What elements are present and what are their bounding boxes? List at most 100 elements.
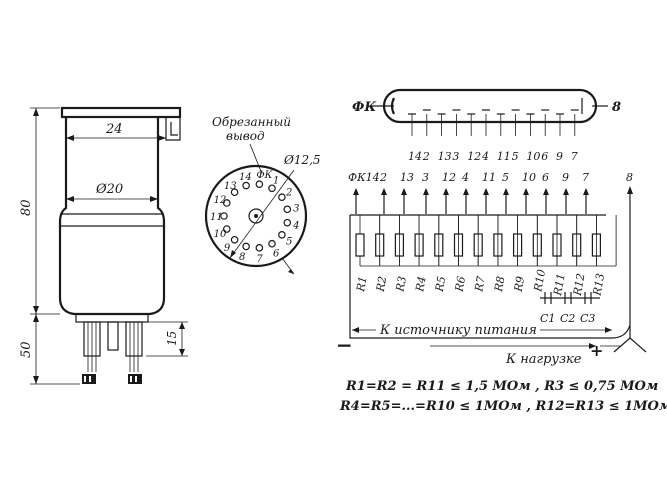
tap-arrow: [401, 188, 407, 195]
base-pin-label: ФК: [256, 170, 272, 181]
divider-top-label: 8: [626, 171, 633, 184]
resistor-label: R7: [472, 275, 488, 293]
photocathode: [390, 97, 395, 115]
tube-envelope: [382, 88, 598, 124]
tube-base-collar: [75, 313, 149, 323]
tube-outline-drawing: 24 Ø20 80: [19, 106, 188, 385]
resistor-label: R1: [354, 275, 370, 293]
base-pin: [230, 235, 239, 244]
anode-label: 8: [612, 100, 621, 115]
base-pin-label: 10: [214, 229, 227, 240]
tap-arrow: [543, 188, 549, 195]
base-pin-label: 2: [285, 187, 292, 198]
cut-lead-label-line1: Обрезанный: [212, 115, 291, 129]
base-pin-label: 1: [273, 176, 279, 187]
base-pin-label: 8: [239, 252, 245, 263]
divider-top-label: 5: [502, 171, 509, 184]
dynode-label: 3: [452, 150, 459, 163]
dynode-label: 11: [497, 150, 511, 163]
divider-top-label: 2: [379, 171, 387, 184]
base-pin: [255, 180, 264, 188]
tap-arrow: [583, 188, 589, 195]
tap-arrow: [523, 188, 529, 195]
dynode-label: 4: [481, 150, 489, 163]
resistor-label: R3: [393, 275, 409, 293]
resistor-label: R2: [374, 275, 390, 293]
base-pin-label: 6: [273, 248, 280, 259]
resistor-label: R13: [590, 272, 607, 297]
base-pin-label: 4: [292, 221, 299, 232]
base-pin-label: 11: [210, 212, 223, 223]
divider-top-label: 9: [562, 171, 569, 184]
dynode-label: 6: [541, 150, 548, 163]
dynode-label: 13: [438, 150, 452, 163]
load-label: К нагрузке: [505, 352, 582, 367]
tube-top-cap: [60, 106, 182, 119]
tube-side-clip: [165, 117, 181, 141]
base-pin: [283, 205, 292, 214]
resistor-label: R4: [413, 275, 429, 293]
base-pin-label: 7: [256, 254, 263, 265]
base-pin: [278, 231, 286, 239]
base-pin-label: 9: [224, 243, 231, 254]
base-pin-view: Обрезанный вывод Ø12,5 12345678910111213…: [204, 115, 321, 275]
base-pin: [220, 212, 228, 220]
base-pin: [222, 225, 231, 233]
capacitor-label: C2: [560, 312, 575, 325]
divider-top-label: 12: [442, 171, 456, 184]
tap-arrow: [503, 188, 509, 195]
base-pin-label: 12: [214, 195, 227, 206]
base-pin-label: 5: [286, 237, 292, 248]
cathode-label: ФК: [352, 100, 376, 115]
dim-diameter: Ø20: [95, 182, 123, 197]
minus-terminal: −: [336, 333, 353, 357]
dynode-label: 2: [422, 150, 430, 163]
base-pin: [242, 242, 250, 251]
source-label: К источнику питания: [379, 323, 537, 338]
resistor-label: R9: [512, 275, 528, 293]
base-pin: [283, 218, 292, 227]
tap-arrow: [483, 188, 489, 195]
dynode-label: 14: [408, 150, 422, 163]
base-pin: [255, 244, 264, 252]
base-key: [248, 208, 264, 224]
base-diameter-label: Ø12,5: [283, 153, 321, 167]
tap-arrow: [353, 188, 359, 195]
base-pin: [268, 184, 276, 193]
dim-leads: 50: [19, 341, 34, 358]
base-outer-circle: [204, 164, 308, 268]
note-line-1: R1=R2 = R11 ≤ 1,5 МОм , R3 ≤ 0,75 МОм: [345, 379, 658, 394]
divider-top-label: 6: [542, 171, 549, 184]
tap-arrow: [563, 188, 569, 195]
base-pin: [278, 193, 286, 201]
divider-top-label: ФК14: [348, 171, 380, 184]
dim-height: 80: [19, 199, 34, 216]
divider-top-label: 10: [522, 171, 536, 184]
base-pin-label: 14: [239, 172, 252, 183]
base-pin-label: 13: [224, 181, 237, 192]
divider-top-label: 7: [582, 171, 589, 184]
source-bus: [349, 215, 631, 339]
plus-terminal: +: [590, 341, 603, 360]
divider-arrows: [353, 186, 633, 214]
dynode-label: 9: [556, 150, 563, 163]
base-pin: [222, 199, 231, 207]
tube-leads: [82, 321, 143, 384]
dim-pin: 15: [165, 331, 179, 346]
base-pin: [230, 188, 239, 197]
resistor-label: R8: [492, 275, 508, 293]
divider-top-label: 4: [461, 171, 469, 184]
tap-arrow: [423, 188, 429, 195]
tap-arrow: [463, 188, 469, 195]
resistor-label: R11: [551, 272, 568, 297]
capacitor-label: C1: [540, 312, 555, 325]
tap-arrow: [381, 188, 387, 195]
tube-body: [58, 117, 166, 316]
